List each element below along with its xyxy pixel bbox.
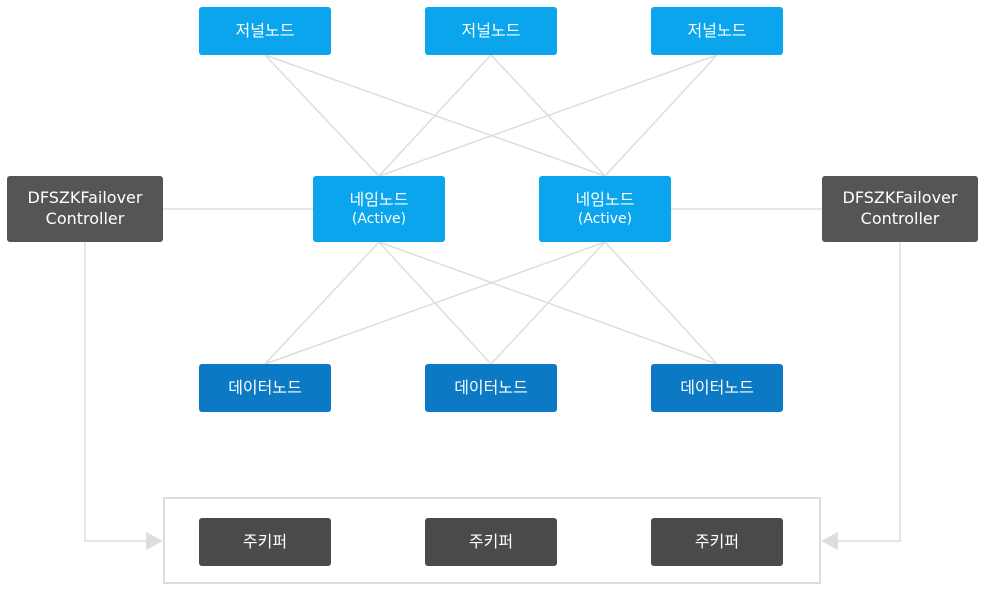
failover-controller: DFSZKFailover Controller: [7, 176, 163, 242]
zookeeper-node-label: 주키퍼: [468, 531, 514, 551]
name-node-state: (Active): [577, 211, 633, 228]
data-node: 데이터노드: [425, 364, 557, 412]
journal-node: 저널노드: [199, 7, 331, 55]
link-journal2-namenode1: [378, 54, 492, 177]
link-journal1-namenode1: [264, 54, 380, 177]
data-node-label: 데이터노드: [680, 377, 754, 397]
link-zkfc2-zookeeper: [838, 242, 901, 542]
name-node-label: 네임노드: [575, 189, 635, 209]
arrowhead-left-icon: [146, 532, 163, 550]
zookeeper-node-label: 주키퍼: [242, 531, 288, 551]
link-namenode2-datanode3: [604, 241, 718, 365]
name-node-state: (Active): [351, 211, 407, 228]
data-node-label: 데이터노드: [454, 377, 528, 397]
zookeeper-node: 주키퍼: [651, 518, 783, 566]
failover-controller-name: DFSZKFailover: [27, 188, 143, 208]
failover-controller-suffix: Controller: [45, 209, 125, 228]
name-node: 네임노드 (Active): [539, 176, 671, 242]
journal-node: 저널노드: [425, 7, 557, 55]
journal-node: 저널노드: [651, 7, 783, 55]
zookeeper-ensemble-box: [163, 497, 821, 584]
link-namenode1-datanode1: [264, 241, 380, 365]
link-namenode2-datanode2: [490, 241, 606, 365]
data-node-label: 데이터노드: [228, 377, 302, 397]
arrowhead-right-icon: [821, 532, 838, 550]
zookeeper-node-label: 주키퍼: [694, 531, 740, 551]
name-node: 네임노드 (Active): [313, 176, 445, 242]
link-zkfc1-zookeeper: [84, 242, 148, 542]
journal-node-label: 저널노드: [687, 20, 747, 40]
data-node: 데이터노드: [651, 364, 783, 412]
journal-node-label: 저널노드: [235, 20, 295, 40]
zookeeper-node: 주키퍼: [425, 518, 557, 566]
failover-controller: DFSZKFailover Controller: [822, 176, 978, 242]
link-journal3-namenode2: [604, 54, 718, 177]
zookeeper-node: 주키퍼: [199, 518, 331, 566]
data-node: 데이터노드: [199, 364, 331, 412]
link-journal3-namenode1: [378, 54, 718, 177]
failover-controller-suffix: Controller: [860, 209, 940, 228]
name-node-label: 네임노드: [349, 189, 409, 209]
journal-node-label: 저널노드: [461, 20, 521, 40]
failover-controller-name: DFSZKFailover: [842, 188, 958, 208]
link-namenode2-datanode1: [264, 241, 606, 365]
